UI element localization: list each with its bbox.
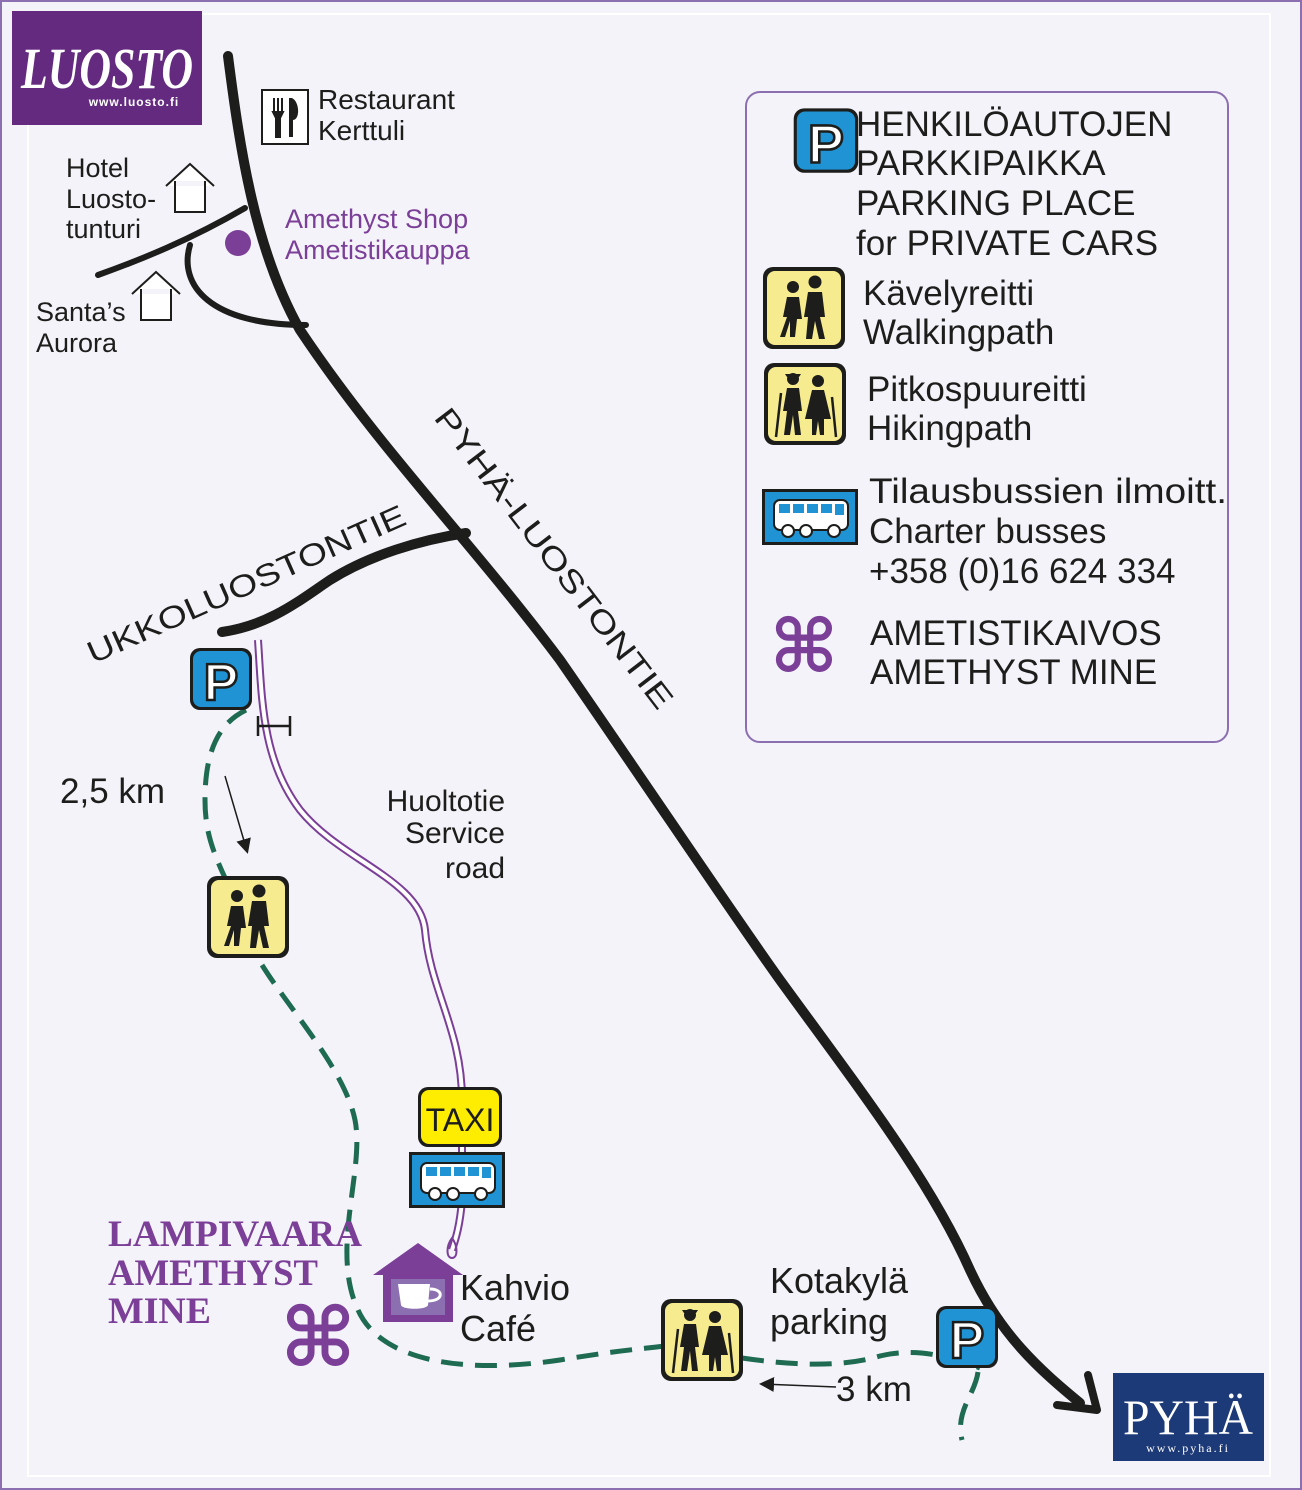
santas-label-1: Santa’s	[36, 297, 126, 327]
legend-hiking-line-1: Pitkospuureitti	[867, 370, 1087, 409]
parking-icon-ukkoluosto[interactable]	[188, 646, 254, 714]
service-road-label-3: road	[445, 852, 505, 885]
taxi-label: TAXI	[426, 1102, 495, 1138]
hotel-label-3: tunturi	[66, 214, 141, 244]
ukkoluostontie-road	[217, 528, 471, 637]
cafe-label-2: Café	[460, 1308, 536, 1349]
shop-label-2: Ametistikauppa	[285, 235, 471, 265]
legend-box	[745, 91, 1229, 743]
legend-parking-line-2: PARKKIPAIKKA	[856, 144, 1106, 183]
legend-bus-line-3: +358 (0)16 624 334	[869, 552, 1176, 591]
taxi-sign: TAXI	[418, 1087, 502, 1147]
legend-hiking-line-2: Hikingpath	[867, 409, 1032, 448]
legend-walking-line-1: Kävelyreitti	[863, 274, 1034, 313]
service-road-label-1: Huoltotie	[387, 785, 505, 818]
shop-dot-icon	[225, 230, 251, 256]
kotakyla-label-1: Kotakylä	[770, 1260, 909, 1301]
legend-parking-line-4: for PRIVATE CARS	[856, 224, 1158, 263]
legend-hiking-icon	[762, 361, 848, 447]
barrier-symbol	[256, 716, 292, 736]
legend-bus-icon	[761, 488, 859, 546]
hiking-sign-icon	[659, 1297, 745, 1383]
restaurant-icon	[261, 89, 309, 145]
hotel-label-1: Hotel	[66, 153, 129, 183]
mine-label-2: AMETHYST	[108, 1253, 318, 1294]
shop-label-1: Amethyst Shop	[285, 204, 468, 234]
santas-label-2: Aurora	[36, 328, 118, 358]
bus-sign-icon	[408, 1151, 506, 1209]
service-road-label-2: Service	[405, 817, 505, 850]
legend-walking-icon	[763, 267, 845, 349]
legend-walking-line-2: Walkingpath	[863, 313, 1054, 352]
legend-mine-icon: ⌘	[770, 604, 839, 690]
legend: HENKILÖAUTOJEN PARKKIPAIKKA PARKING PLAC…	[745, 91, 1229, 743]
pyha-logo-url: www.pyha.fi	[1146, 1441, 1230, 1455]
legend-bus-line-1: Tilausbussien ilmoitt.	[869, 472, 1227, 511]
walking-sign-icon	[207, 876, 289, 958]
hotel-roads	[95, 205, 309, 328]
luosto-logo[interactable]: LUOSTO www.luosto.fi	[12, 11, 202, 125]
kotakyla-label-2: parking	[770, 1301, 888, 1342]
pyha-logo[interactable]: PYHÄ www.pyha.fi	[1113, 1373, 1264, 1461]
restaurant-label-2: Kerttuli	[318, 115, 405, 146]
main-road	[223, 51, 1101, 1414]
distance-arrow-2	[759, 1376, 837, 1392]
legend-mine-line-2: AMETHYST MINE	[870, 653, 1157, 692]
distance-arrow-1	[224, 775, 251, 854]
cafe-icon	[373, 1243, 463, 1322]
restaurant-label-1: Restaurant	[318, 84, 455, 115]
hotel-label-2: Luosto-	[66, 184, 156, 214]
distance-label-2: 3 km	[836, 1370, 912, 1409]
legend-mine-line-1: AMETISTIKAIVOS	[870, 614, 1162, 653]
luosto-logo-url: www.luosto.fi	[88, 95, 180, 109]
mine-label-1: LAMPIVAARA	[108, 1214, 362, 1255]
mine-label-3: MINE	[108, 1291, 211, 1332]
legend-bus-line-2: Charter busses	[869, 512, 1106, 551]
mine-symbol-icon: ⌘	[280, 1291, 356, 1386]
pyha-logo-text: PYHÄ	[1123, 1389, 1253, 1445]
legend-parking-icon	[792, 107, 860, 176]
cafe-label-1: Kahvio	[460, 1267, 570, 1308]
distance-label-1: 2,5 km	[60, 772, 165, 811]
legend-parking-line-3: PARKING PLACE	[856, 184, 1135, 223]
legend-parking-line-1: HENKILÖAUTOJEN	[856, 105, 1172, 144]
parking-icon-kotakyla[interactable]	[934, 1304, 1000, 1372]
luosto-logo-text: LUOSTO	[20, 36, 193, 101]
